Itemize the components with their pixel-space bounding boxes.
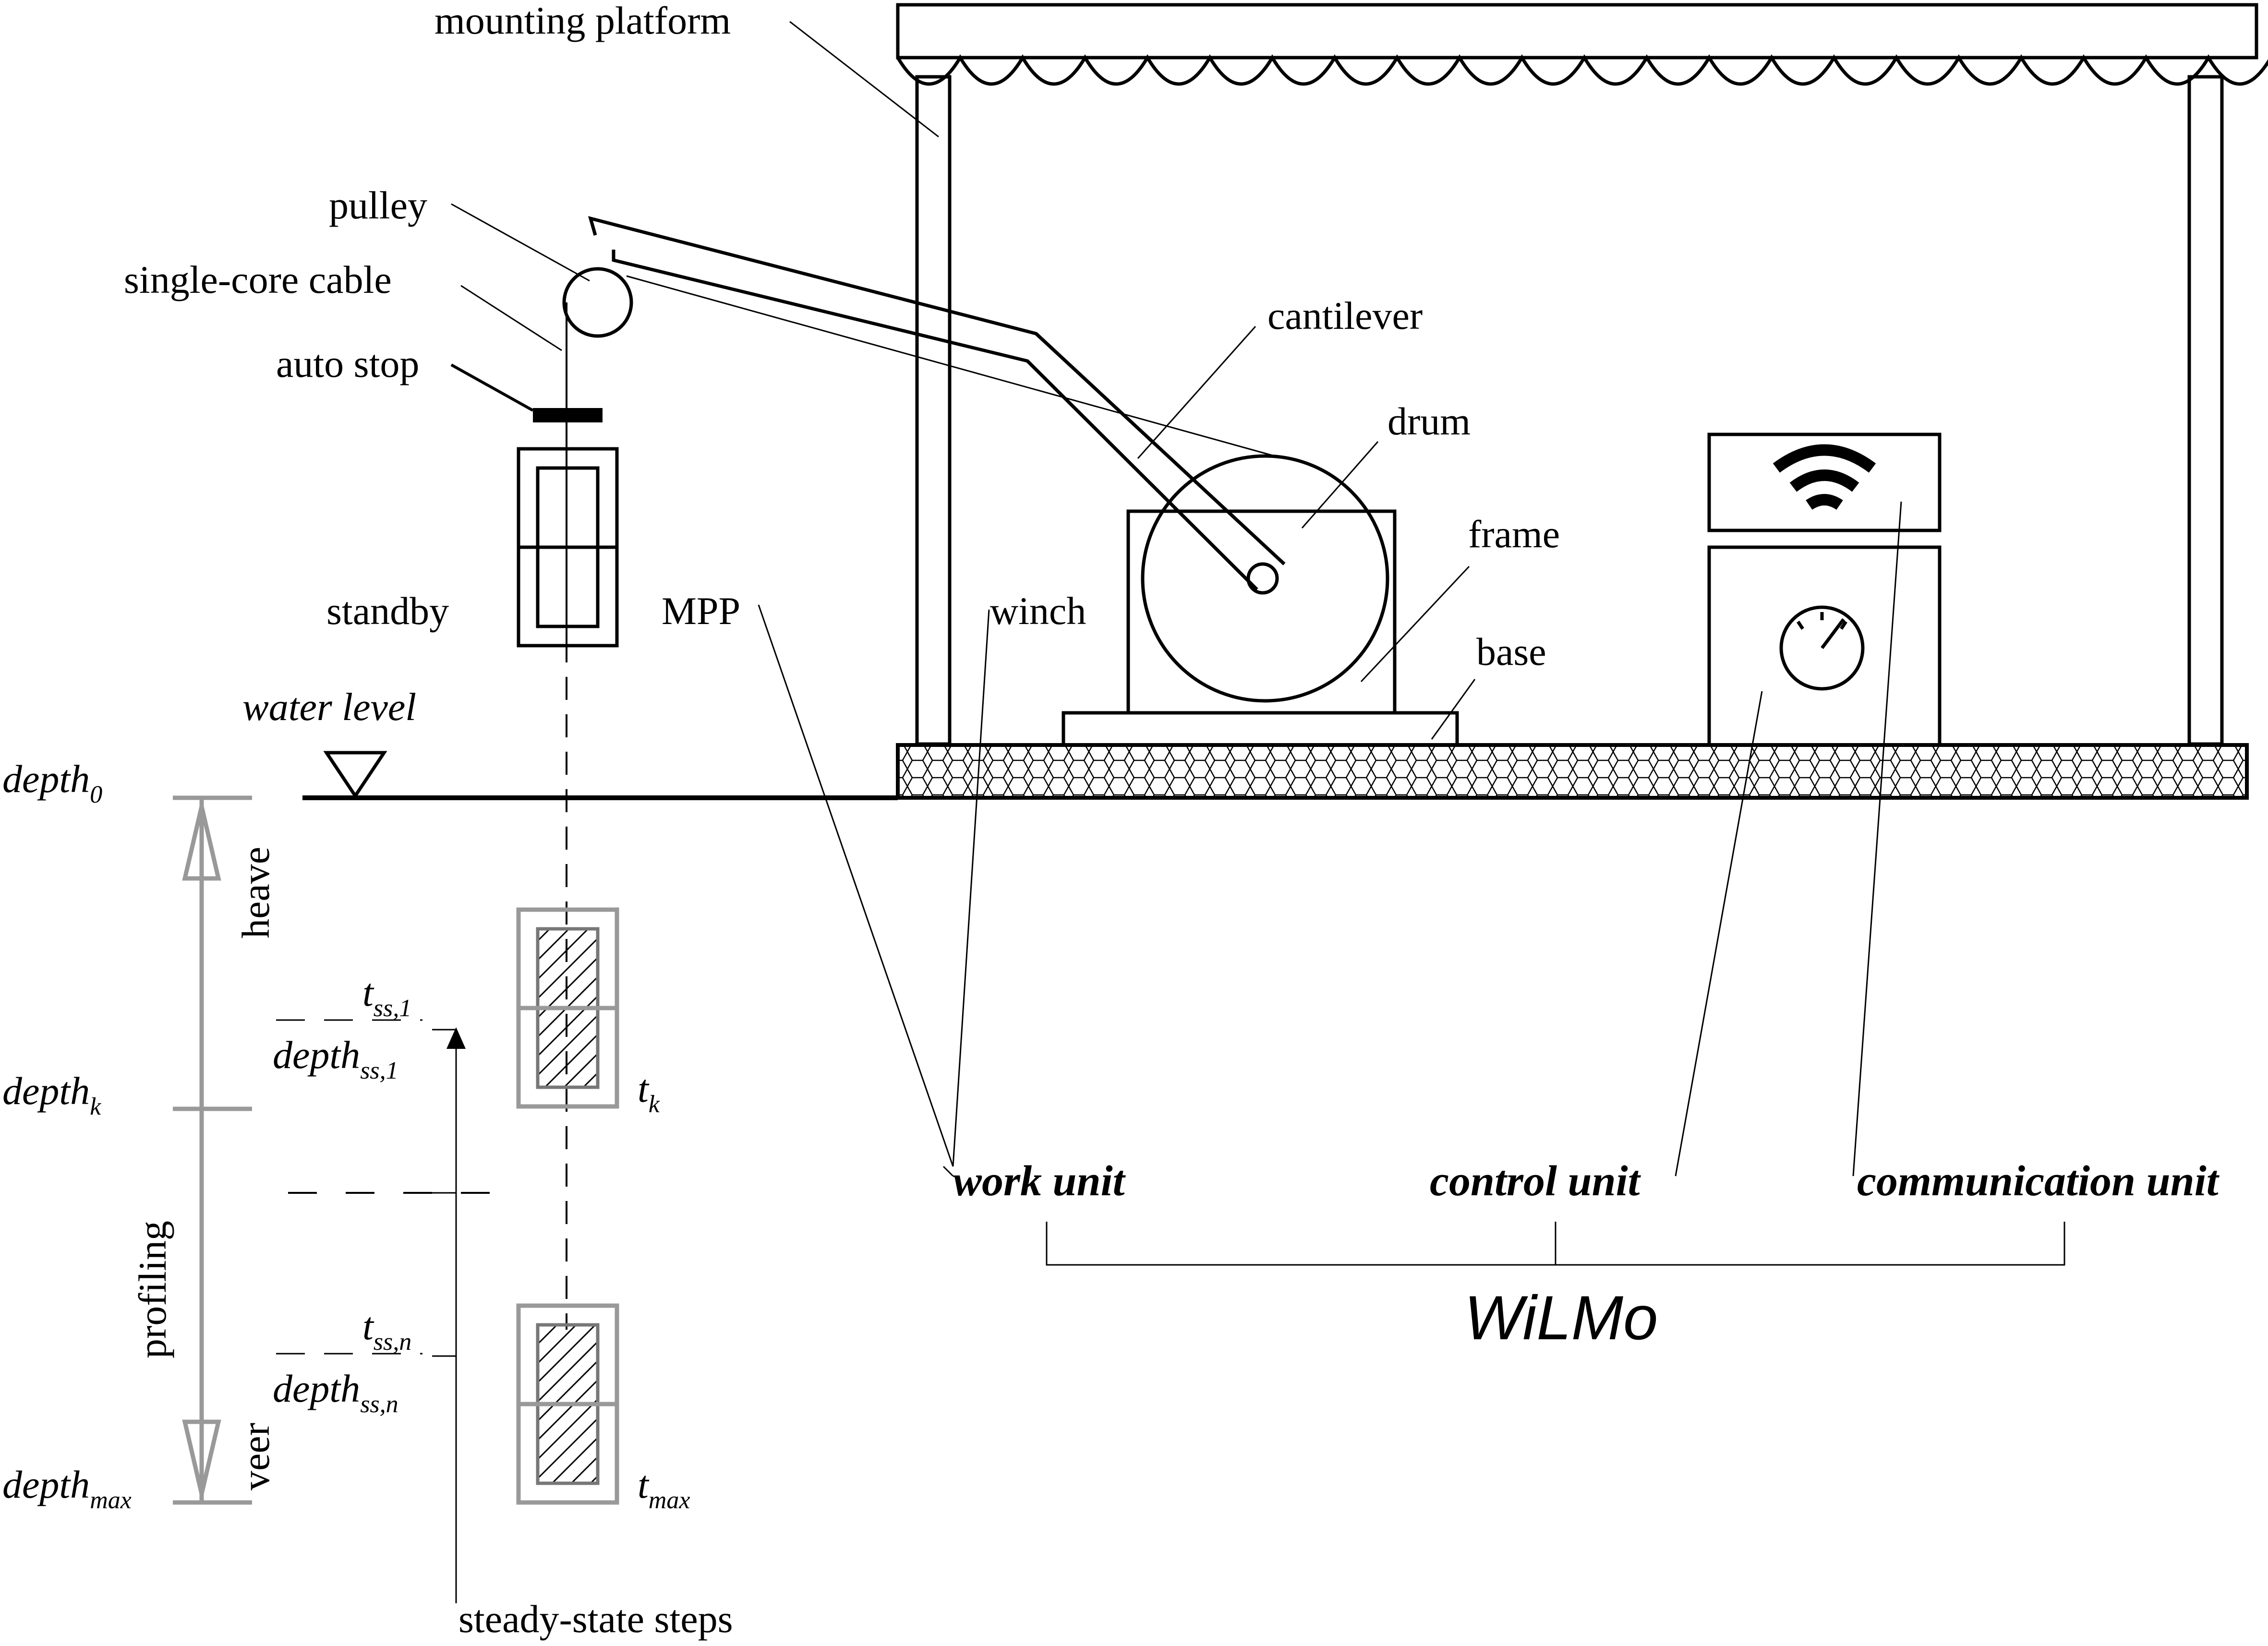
depth-scale — [173, 795, 252, 1505]
leader-lines — [450, 21, 1902, 1177]
label-depth-0: depth0 — [2, 757, 102, 808]
drum — [1141, 454, 1389, 703]
gauge-icon — [1779, 605, 1865, 691]
control-box — [1707, 545, 1942, 747]
label-winch: winch — [990, 589, 1086, 633]
label-t-max: tmax — [638, 1463, 690, 1514]
label-mpp: MPP — [662, 589, 740, 633]
ground-slab — [896, 743, 2249, 800]
wifi-icon — [1773, 444, 1876, 473]
pulley — [562, 267, 633, 338]
label-depth-max: depthmax — [2, 1463, 132, 1514]
steady-state-bracket — [288, 1027, 499, 1603]
label-wilmo: WiLMo — [1464, 1283, 1658, 1353]
label-t-k: tk — [638, 1067, 660, 1118]
label-communication-unit: communication unit — [1857, 1157, 2220, 1205]
auto-stop — [533, 408, 603, 422]
label-pulley: pulley — [329, 183, 427, 227]
label-profiling: profiling — [131, 1221, 174, 1358]
label-t-ss-n: tss,n — [362, 1304, 411, 1356]
right-post — [2187, 75, 2224, 746]
label-water-level: water level — [242, 685, 416, 729]
label-control-unit: control unit — [1430, 1157, 1641, 1205]
left-post — [915, 75, 952, 746]
label-cantilever: cantilever — [1267, 294, 1423, 337]
label-veer: veer — [234, 1423, 277, 1490]
label-base: base — [1476, 630, 1546, 673]
probe-standby — [517, 447, 619, 648]
label-heave: heave — [234, 847, 277, 938]
canopy-scallops — [896, 54, 2268, 86]
label-steady-state-steps: steady-state steps — [458, 1597, 733, 1641]
probe-depth-k — [516, 907, 619, 1109]
label-work-unit: work unit — [953, 1157, 1126, 1205]
label-drum: drum — [1387, 399, 1471, 443]
heave-arrow — [182, 805, 221, 881]
cantilever-pivot — [1246, 562, 1279, 595]
label-frame: frame — [1468, 512, 1560, 556]
label-auto-stop: auto stop — [276, 342, 419, 385]
probe-depth-max — [516, 1303, 619, 1505]
label-t-ss-1: tss,1 — [362, 971, 411, 1022]
water-level-marker — [323, 751, 387, 799]
label-mounting-platform: mounting platform — [434, 0, 731, 42]
label-standby: standby — [326, 589, 449, 633]
veer-arrow — [182, 1419, 221, 1495]
winch-base — [1062, 711, 1459, 747]
label-depth-ss-n: depthss,n — [273, 1367, 398, 1418]
wilmo-bracket — [1046, 1222, 2065, 1266]
communication-box — [1707, 433, 1942, 532]
label-depth-k: depthk — [2, 1069, 101, 1120]
mounting-platform — [896, 3, 2268, 746]
label-depth-ss-1: depthss,1 — [273, 1033, 398, 1084]
label-single-core-cable: single-core cable — [124, 258, 392, 301]
